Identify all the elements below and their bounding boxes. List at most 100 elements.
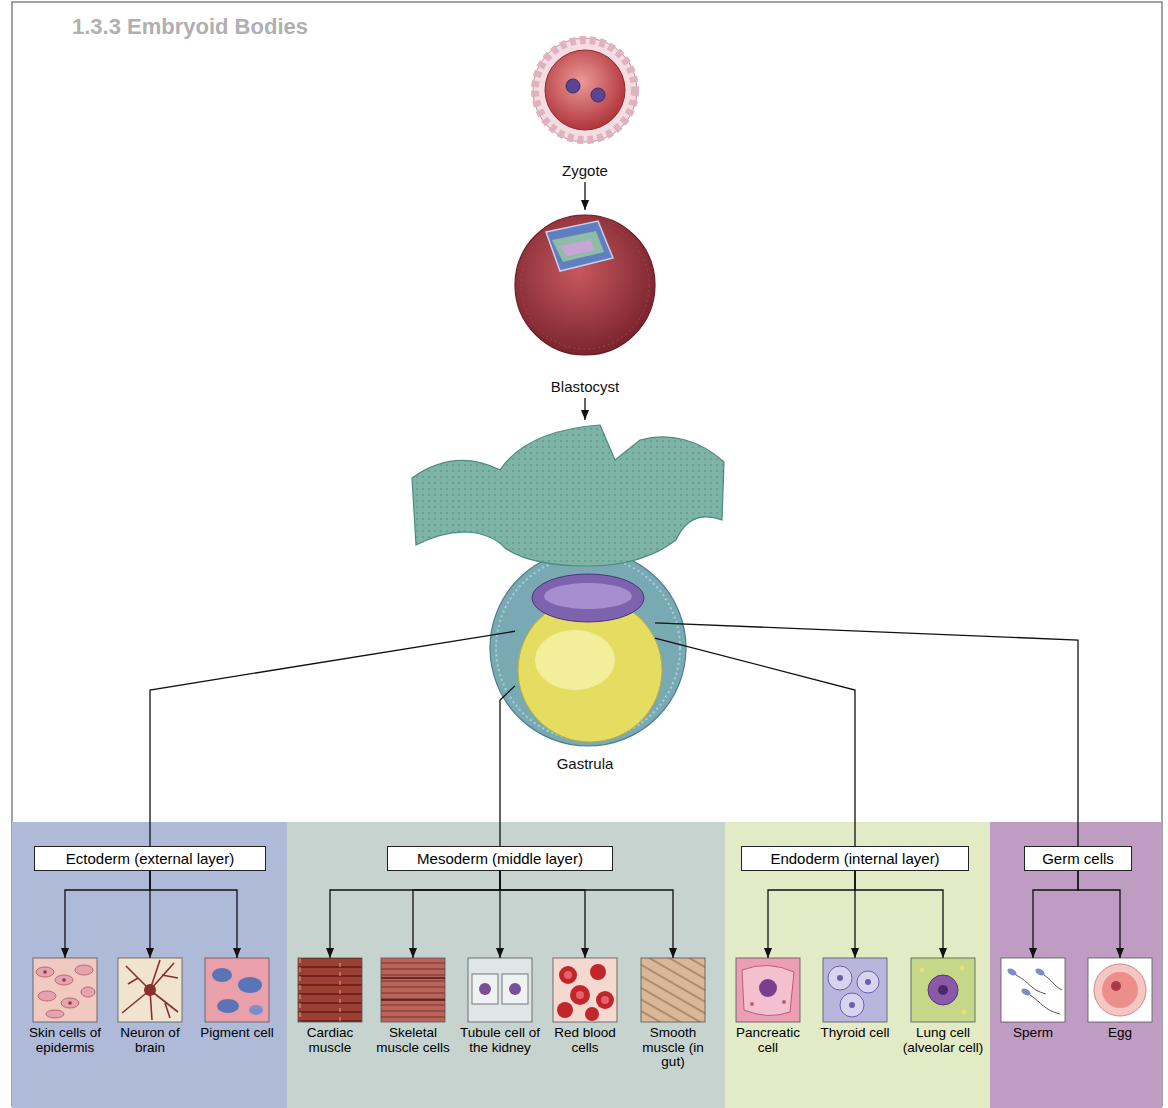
egg-picture [1088,958,1152,1022]
thyroid-cell-picture [837,975,843,981]
thyroid-cell-picture [823,958,887,1022]
node-label: Ectoderm (external layer) [41,850,259,867]
lung-cell-picture [928,975,958,1005]
endoderm-band [725,822,990,1108]
pancreatic-cell-picture [736,958,800,1022]
zygote-illustration [591,88,605,102]
smooth-muscle-picture [641,958,705,1022]
arrow-connector [584,398,585,420]
connector-line [655,638,855,846]
cell-type-panel: Lung cell (alveolar cell) [902,958,984,1055]
skin-cell-picture [61,998,79,1008]
cell-type-panel: Thyroid cell [814,958,896,1041]
node-label: Sperm [992,1026,1074,1041]
pancreatic-cell-picture [742,965,794,1015]
red-blood-cell-picture [553,958,617,1022]
node-label: Skin cells of epidermis [24,1026,106,1055]
kidney-tubule-picture [509,983,521,995]
skin-cell-picture [46,1010,64,1018]
sperm-picture [1001,958,1065,1022]
arrow-connector [413,871,500,958]
node-label: Germ cells [1031,850,1125,867]
cardiac-muscle-picture [298,958,362,1022]
skin-cell-picture [38,991,56,1001]
heading-text: 1.3.3 Embryoid Bodies [72,14,308,40]
node-label: Cardiac muscle [289,1026,371,1055]
lung-cell-picture [911,958,975,1022]
cell-type-panel: Sperm [992,958,1074,1041]
mesoderm-band [287,822,725,1108]
skeletal-muscle-picture [381,958,445,1022]
pigment-cell-picture [205,958,269,1022]
gastrula-illustration [412,425,724,746]
node-label: Blastocyst [549,378,621,398]
germ-layer-box: Endoderm (internal layer) [741,846,969,871]
pancreatic-cell-picture [759,979,777,997]
cell-type-panel: Pigment cell [196,958,278,1041]
red-blood-cell-picture [576,991,584,999]
cell-type-panel: Cardiac muscle [289,958,371,1055]
blastocyst-illustration [552,231,604,262]
neuron-picture [144,984,156,996]
stage-figure: Blastocyst [520,210,650,398]
cell-type-panel: Skeletal muscle cells [372,958,454,1055]
thyroid-cell-picture [857,971,879,993]
thyroid-cell-picture [828,966,852,990]
skin-cell-picture [68,1001,72,1005]
stage-figure: Gastrula [515,420,655,775]
ectoderm-band [12,822,287,1108]
arrow-connector [500,871,673,958]
red-blood-cell-picture [564,971,572,979]
node-label: Mesoderm (middle layer) [394,850,606,867]
node-label: Lung cell (alveolar cell) [902,1026,984,1055]
zygote-illustration [533,38,637,142]
stage-figure: Zygote [530,30,640,182]
skin-cell-picture [33,958,97,1022]
cell-illustrations [33,958,1152,1022]
neuron-picture [118,958,182,1022]
germ-layer-bands [12,822,1162,1108]
pigment-cell-picture [238,977,262,993]
blastocyst-illustration [560,240,595,256]
skin-cell-picture [43,970,47,974]
gastrula-illustration [490,550,686,746]
node-label: Smooth muscle (in gut) [632,1026,714,1070]
egg-picture [1102,972,1138,1008]
node-label: Tubule cell of the kidney [459,1026,541,1055]
cell-type-panel: Pancreatic cell [727,958,809,1055]
lung-cell-picture [962,1010,967,1015]
kidney-tubule-picture [468,958,532,1022]
zygote-illustration [533,38,637,142]
germ-layer-box: Mesoderm (middle layer) [387,846,613,871]
red-blood-cell-picture [570,985,590,1005]
smooth-muscle-picture [641,958,705,1022]
lung-cell-picture [911,958,975,1022]
red-blood-cell-picture [557,1002,573,1018]
skin-cell-picture [55,975,73,985]
pigment-cell-picture [212,968,232,982]
egg-picture [1111,981,1121,991]
thyroid-cell-picture [823,958,887,1022]
cell-type-panel: Red blood cells [544,958,626,1055]
gastrula-illustration [535,630,615,690]
cell-type-panel: Smooth muscle (in gut) [632,958,714,1070]
arrow-connector [330,871,500,958]
cell-type-panel: Tubule cell of the kidney [459,958,541,1055]
node-label: Zygote [560,162,610,182]
zygote-illustration [566,79,580,93]
skeletal-muscle-picture [381,978,445,1000]
arrow-connector [150,871,237,958]
connector-line [500,686,515,846]
thyroid-cell-picture [840,993,864,1017]
pigment-cell-picture [217,999,239,1013]
connector-line [150,631,515,846]
node-label: Gastrula [555,755,616,775]
kidney-tubule-picture [472,974,498,1004]
blastocyst-illustration [515,215,655,355]
gastrula-illustration [532,574,644,622]
arrow-connector [855,871,943,958]
egg-picture [1094,964,1146,1016]
lung-cell-picture [960,966,965,971]
skin-cell-picture [81,987,95,997]
